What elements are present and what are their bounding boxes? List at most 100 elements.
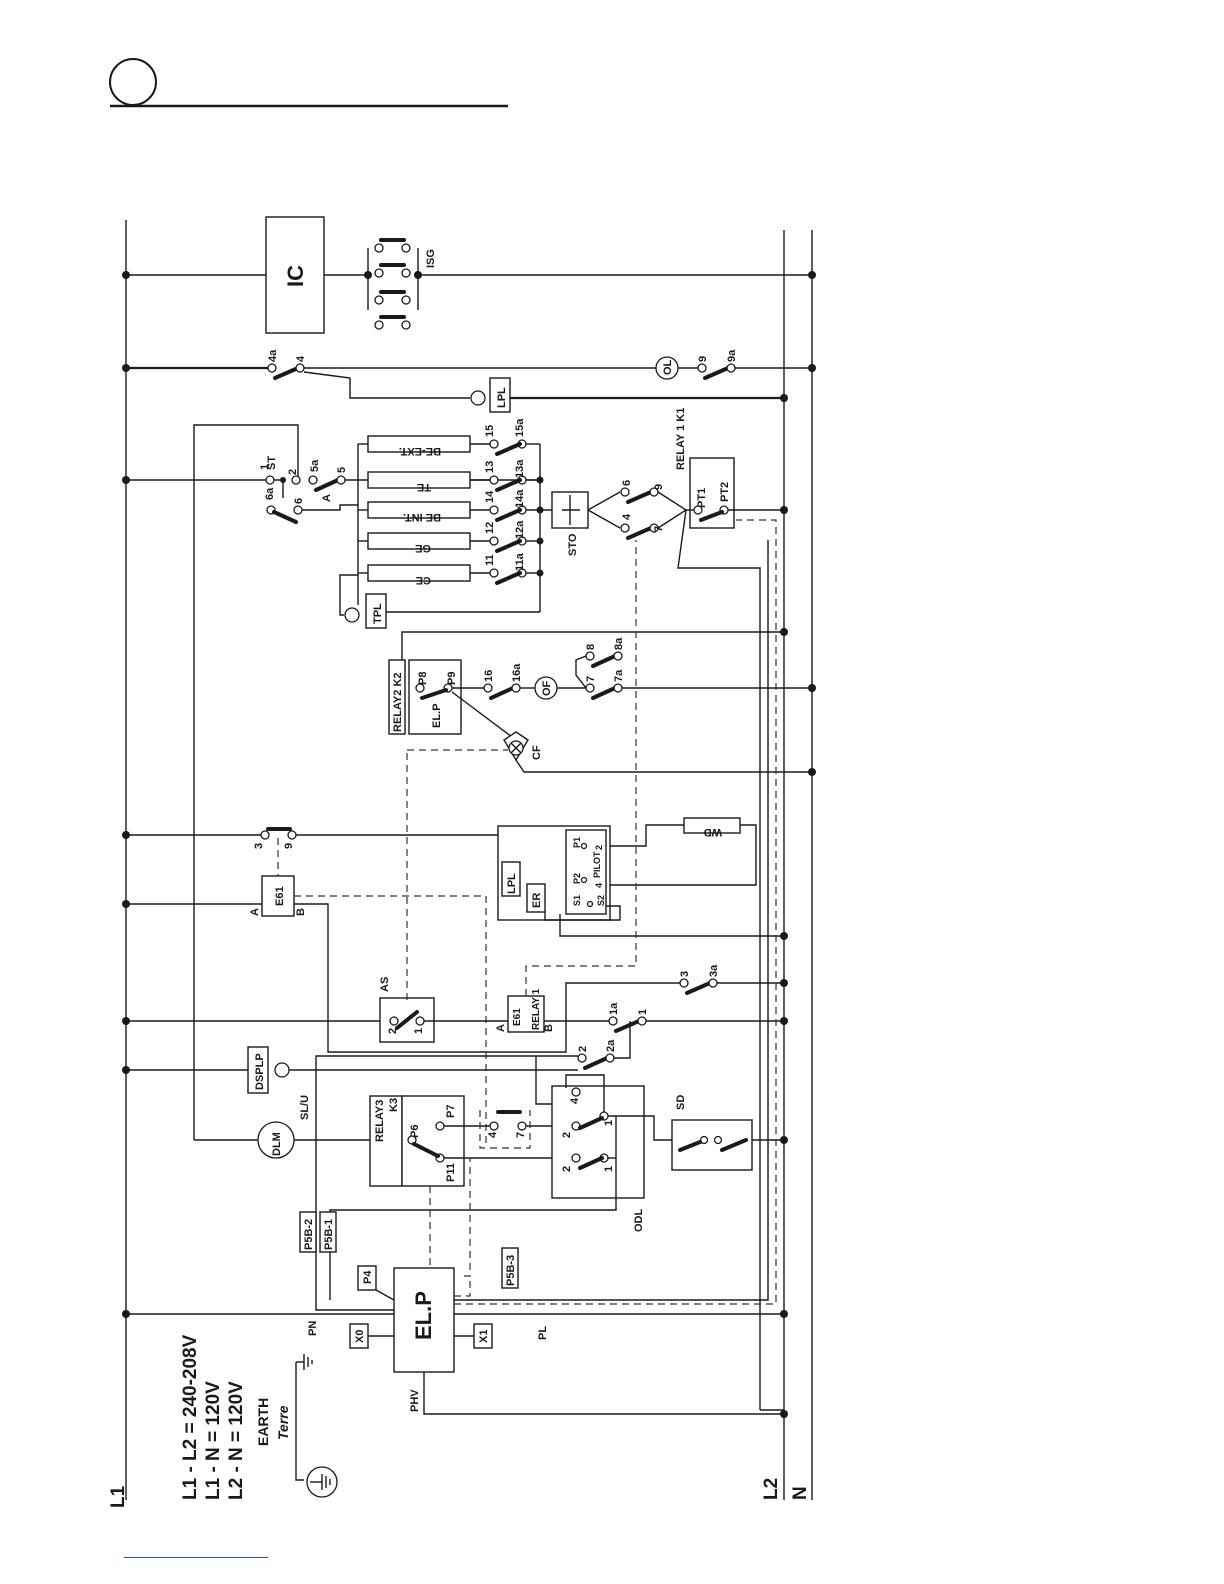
x0-label: X0: [354, 1330, 366, 1343]
svg-text:3: 3: [253, 843, 265, 849]
svg-text:11a: 11a: [514, 552, 526, 571]
svg-text:7: 7: [515, 1132, 527, 1138]
elp-board: [393, 1267, 455, 1373]
relay2-k2-label: RELAY2 K2: [392, 672, 404, 732]
svg-text:7: 7: [653, 526, 665, 532]
svg-text:6: 6: [621, 480, 633, 486]
rung-e61: E61 A B 3 3a: [122, 875, 788, 1148]
p7-label: P7: [445, 1105, 457, 1118]
phv-label: PHV: [409, 1389, 421, 1412]
rung-elp: P5B-2 P5B-1 P5B-3 P4 EL.P PN PL X0 X1 PH…: [122, 519, 788, 1418]
lpl2-label: LPL: [506, 873, 518, 894]
svg-text:14a: 14a: [514, 489, 526, 508]
rail-n: N: [790, 230, 813, 1500]
footer-link-rule: [124, 1557, 268, 1558]
legend-line-2: L1 - N = 120V: [203, 1381, 224, 1500]
earth-label: EARTH: [255, 1398, 271, 1446]
svg-text:5: 5: [336, 467, 348, 473]
e61-relay-label: E61: [512, 1008, 523, 1026]
svg-text:15a: 15a: [514, 418, 526, 437]
svg-text:2: 2: [594, 845, 604, 850]
rail-l2: L2: [761, 230, 785, 1500]
ic-block: [265, 216, 325, 334]
svg-text:4: 4: [594, 883, 604, 888]
svg-text:8: 8: [585, 644, 597, 650]
pilot-label: PILOT: [592, 851, 602, 878]
k3-label: K3: [388, 1098, 400, 1112]
svg-text:S1: S1: [572, 895, 582, 906]
svg-text:9a: 9a: [726, 349, 738, 362]
relay3-label: RELAY3: [374, 1100, 386, 1142]
tpl-lamp-icon: [344, 607, 360, 623]
svg-text:B: B: [543, 1024, 555, 1032]
st-label: ST: [266, 456, 278, 470]
relay3-label-box: [369, 1095, 403, 1187]
wd-label: WD: [704, 826, 722, 838]
svg-text:2: 2: [577, 1046, 589, 1052]
ol-label: OL: [662, 359, 674, 375]
rung-st: ST 1 2 5a 5 A 6a 6 BE-EXT. TE BE INT. GE…: [122, 408, 788, 1411]
svg-text:9: 9: [697, 356, 709, 362]
sd-label: SD: [675, 1095, 687, 1110]
svg-text:4: 4: [487, 1131, 499, 1138]
svg-text:9: 9: [283, 843, 295, 849]
svg-text:A: A: [495, 1024, 507, 1032]
svg-text:B: B: [295, 908, 307, 916]
dsplp-label: DSPLP: [254, 1053, 266, 1090]
svg-text:1a: 1a: [608, 1002, 620, 1015]
pt1-label: PT1: [696, 488, 708, 508]
svg-text:9: 9: [653, 484, 665, 490]
relay1-k1-label: RELAY 1 K1: [675, 408, 687, 470]
cf-label: CF: [531, 745, 543, 760]
lpl-lamp-icon: [470, 390, 486, 406]
svg-text:13: 13: [484, 461, 496, 473]
svg-text:2: 2: [387, 1028, 399, 1034]
legend: L1 - L2 = 240-208V L1 - N = 120V L2 - N …: [180, 1334, 338, 1500]
dsplp-lamp-icon: [274, 1062, 290, 1078]
svg-text:2: 2: [561, 1132, 573, 1138]
svg-text:5a: 5a: [309, 459, 321, 472]
svg-text:12: 12: [484, 522, 496, 534]
er-label: ER: [531, 893, 543, 908]
svg-text:3a: 3a: [708, 964, 720, 977]
rail-l1-label: L1: [108, 1485, 129, 1508]
rung-pilot: 3 9 LPL ER P1 P2 S1 PILOT 2 4 S2 WD: [122, 817, 788, 940]
svg-text:4: 4: [621, 513, 633, 520]
svg-text:7: 7: [585, 676, 597, 682]
p8-label: P8: [417, 672, 429, 685]
cf-fan-icon: [503, 731, 529, 762]
p5b2-label: P5B-2: [303, 1219, 315, 1250]
p5b2-box: [299, 1211, 317, 1253]
svg-text:6: 6: [293, 498, 305, 504]
pn-label: PN: [307, 1321, 319, 1336]
odl-box: [551, 1085, 645, 1199]
svg-text:11: 11: [484, 554, 496, 566]
rung-relay2: RELAY2 K2 P8 P9 EL.P 16 16a OF 7 8 8a 7a: [388, 628, 816, 776]
e61-box: [261, 875, 295, 917]
svg-text:1: 1: [413, 1028, 425, 1034]
lpl-box: [489, 377, 511, 413]
p5b1-label: P5B-1: [323, 1219, 335, 1250]
slu-label: SL/U: [299, 1095, 311, 1120]
te-label: TE: [417, 481, 431, 493]
header-circle-icon: [109, 58, 157, 106]
rail-l1: L1: [108, 220, 129, 1508]
svg-text:8a: 8a: [613, 637, 625, 650]
elp-small-label: EL.P: [431, 704, 443, 728]
tpl-box: [365, 593, 387, 629]
svg-text:2: 2: [287, 469, 299, 475]
p5b3-box: [501, 1247, 519, 1289]
svg-text:13a: 13a: [514, 459, 526, 478]
rung-ol: 4a 4 OL 9 9a LPL: [122, 349, 816, 413]
svg-text:A: A: [249, 908, 261, 916]
svg-text:2: 2: [561, 1166, 573, 1172]
pt2-label: PT2: [719, 482, 731, 502]
p4-label: P4: [362, 1270, 374, 1284]
relay2-label-box: [388, 659, 406, 735]
e61-relay1-box: [507, 995, 545, 1033]
p5b3-label: P5B-3: [505, 1255, 517, 1286]
rung-ic: IC ISG: [122, 216, 816, 334]
ce-label: CE: [416, 574, 431, 586]
svg-text:A: A: [321, 494, 333, 502]
svg-text:4a: 4a: [267, 349, 279, 362]
